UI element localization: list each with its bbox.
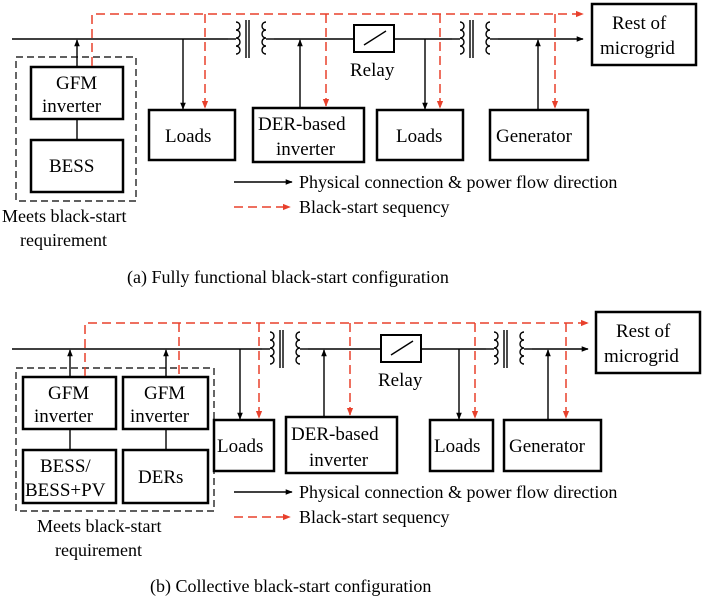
rest-of-microgrid-label: microgrid (604, 346, 679, 367)
panel-b-caption: (b) Collective black-start configuration (150, 576, 431, 597)
gfm-inverter-label: inverter (42, 96, 102, 117)
legend-sequence-label: Black-start sequency (299, 507, 449, 527)
legend-physical-label: Physical connection & power flow directi… (299, 172, 617, 192)
legend: Physical connection & power flow directi… (234, 482, 617, 527)
black-start-group (15, 56, 137, 202)
relay-switch-icon (380, 334, 422, 363)
bess-label: BESS (49, 156, 94, 177)
gfm-inverter-label: inverter (34, 406, 94, 427)
legend: Physical connection & power flow directi… (234, 172, 617, 217)
gfm-inverter-label: GFM (144, 383, 185, 404)
der-inverter-label: DER-based (258, 114, 346, 135)
black-start-sequence (91, 10, 584, 109)
bess-box (29, 138, 125, 194)
relay-switch-icon (353, 24, 395, 53)
der-inverter-box (251, 106, 366, 164)
loads-box (212, 418, 276, 473)
requirement-note: requirement (20, 230, 107, 250)
black-start-sequence (84, 319, 589, 419)
legend-physical-label: Physical connection & power flow directi… (299, 482, 617, 502)
loads-label: Loads (434, 436, 480, 457)
requirement-note: Meets black-start (37, 516, 161, 536)
relay-label: Relay (378, 370, 423, 391)
rest-of-microgrid-label: Rest of (616, 321, 671, 342)
generator-label: Generator (496, 126, 573, 147)
panel-a-caption: (a) Fully functional black-start configu… (127, 267, 449, 288)
panel-a: Relay Rest of microgrid GFM inverter BES… (2, 2, 698, 288)
requirement-note: Meets black-start (2, 206, 126, 226)
rest-of-microgrid-box (594, 310, 702, 375)
bess-pv-label: BESS/ (40, 456, 91, 477)
loads-label: Loads (217, 436, 263, 457)
generator-box (488, 108, 590, 162)
legend-sequence-label: Black-start sequency (299, 197, 449, 217)
gfm-inverter-label: inverter (130, 406, 190, 427)
ders-box (121, 448, 210, 505)
ders-label: DERs (138, 467, 183, 488)
generator-box (502, 418, 603, 473)
bess-pv-box (21, 448, 118, 505)
transformer-icon (228, 18, 274, 60)
gfm-inverter-label: GFM (48, 383, 89, 404)
der-inverter-label: inverter (276, 139, 336, 160)
panel-b: Relay Rest of microgrid GFM inverter GFM… (12, 310, 702, 597)
der-inverter-label: DER-based (291, 424, 379, 445)
loads-label: Loads (165, 126, 211, 147)
loads-box (147, 108, 237, 162)
transformer-icon (486, 328, 532, 370)
requirement-note: requirement (55, 540, 142, 560)
transformer-icon (452, 18, 498, 60)
der-inverter-label: inverter (309, 450, 369, 471)
loads-box (375, 108, 465, 162)
loads-label: Loads (396, 126, 442, 147)
bess-pv-label: BESS+PV (25, 480, 106, 501)
rest-of-microgrid-label: Rest of (612, 13, 667, 34)
gfm-inverter-label: GFM (56, 73, 97, 94)
rest-of-microgrid-box (590, 2, 698, 67)
relay-label: Relay (350, 60, 395, 81)
transformer-icon (262, 328, 308, 370)
rest-of-microgrid-label: microgrid (600, 38, 675, 59)
loads-box (428, 418, 495, 473)
der-inverter-box (284, 415, 399, 475)
generator-label: Generator (509, 436, 586, 457)
